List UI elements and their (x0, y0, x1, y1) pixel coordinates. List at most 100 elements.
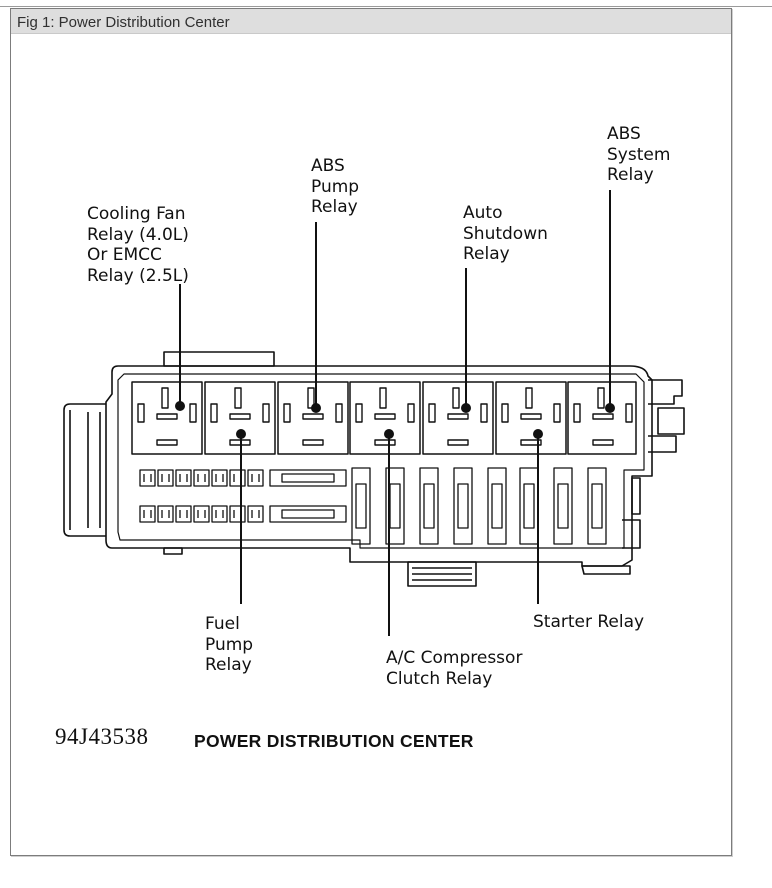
figure-id: 94J43538 (55, 724, 149, 749)
cartridge-fuse-window (389, 483, 401, 529)
page-top-rule (0, 6, 772, 7)
terminal-left (501, 403, 509, 423)
dot-abs-system-relay (605, 403, 615, 413)
mini-fuse (193, 505, 210, 523)
mini-fuse (139, 505, 156, 523)
cartridge-fuse (419, 467, 439, 545)
terminal-right (407, 403, 415, 423)
figure-frame: Fig 1: Power Distribution Center (10, 8, 732, 856)
terminal-right (189, 403, 197, 423)
relay-socket-6 (495, 381, 567, 455)
mini-fuse (193, 469, 210, 487)
mini-fuse (157, 505, 174, 523)
label-abs-system-relay: ABS System Relay (607, 124, 671, 185)
mini-fuse (211, 505, 228, 523)
terminal-top (597, 387, 605, 409)
terminal-left (355, 403, 363, 423)
horizontal-fuse-window (281, 473, 335, 483)
dot-ac-compressor-relay (384, 429, 394, 439)
dot-starter-relay (533, 429, 543, 439)
cartridge-fuse-window (523, 483, 535, 529)
cartridge-fuse (385, 467, 405, 545)
label-abs-pump-relay: ABS Pump Relay (311, 156, 360, 217)
cartridge-fuse-window (557, 483, 569, 529)
cartridge-fuse-window (591, 483, 603, 529)
terminal-top (161, 387, 169, 409)
cartridge-fuse (487, 467, 507, 545)
mini-fuse (211, 469, 228, 487)
terminal-center (302, 413, 324, 420)
cartridge-fuse-window (355, 483, 367, 529)
figure-caption: Fig 1: Power Distribution Center (17, 14, 230, 31)
label-ac-compressor-clutch-relay: A/C Compressor Clutch Relay (386, 648, 523, 689)
mini-fuse (247, 505, 264, 523)
mini-fuse (229, 505, 246, 523)
terminal-bottom (592, 439, 614, 446)
mini-fuse (139, 469, 156, 487)
label-cooling-fan-relay: Cooling Fan Relay (4.0L) Or EMCC Relay (… (87, 204, 189, 286)
terminal-bottom (374, 439, 396, 446)
cartridge-fuse (351, 467, 371, 545)
dot-cooling-fan-relay (175, 401, 185, 411)
terminal-left (573, 403, 581, 423)
terminal-bottom (447, 439, 469, 446)
terminal-right (625, 403, 633, 423)
terminal-center (374, 413, 396, 420)
terminal-top (525, 387, 533, 409)
relay-socket-1 (131, 381, 203, 455)
terminal-bottom (302, 439, 324, 446)
mini-fuse (247, 469, 264, 487)
terminal-right (262, 403, 270, 423)
figure-title: POWER DISTRIBUTION CENTER (194, 731, 474, 751)
terminal-top (379, 387, 387, 409)
cartridge-fuse (553, 467, 573, 545)
relay-socket-3 (277, 381, 349, 455)
horizontal-fuse (269, 469, 347, 487)
dot-abs-pump-relay (311, 403, 321, 413)
cartridge-fuses (351, 467, 607, 545)
mini-fuse (229, 469, 246, 487)
label-fuel-pump-relay: Fuel Pump Relay (205, 614, 254, 675)
terminal-bottom (156, 439, 178, 446)
horizontal-fuse (269, 505, 347, 523)
figure-caption-bar: Fig 1: Power Distribution Center (11, 9, 731, 34)
label-auto-shutdown-relay: Auto Shutdown Relay (463, 203, 548, 264)
cartridge-fuse (519, 467, 539, 545)
terminal-left (428, 403, 436, 423)
terminal-bottom (520, 439, 542, 446)
pdc-housing (63, 351, 685, 587)
terminal-right (480, 403, 488, 423)
leader-lines (175, 190, 615, 636)
cartridge-fuse-window (423, 483, 435, 529)
relay-terminals (137, 387, 633, 446)
relay-socket-5 (422, 381, 494, 455)
dot-fuel-pump-relay (236, 429, 246, 439)
mini-fuse (157, 469, 174, 487)
relay-socket-4 (349, 381, 421, 455)
terminal-top (234, 387, 242, 409)
cartridge-fuse (587, 467, 607, 545)
mini-fuses (139, 469, 347, 523)
mini-fuse (175, 505, 192, 523)
cartridge-fuse-window (457, 483, 469, 529)
terminal-left (137, 403, 145, 423)
dot-auto-shutdown-relay (461, 403, 471, 413)
terminal-center (592, 413, 614, 420)
label-starter-relay: Starter Relay (533, 612, 645, 632)
cartridge-fuse-window (491, 483, 503, 529)
relay-socket-7 (567, 381, 637, 455)
terminal-top (452, 387, 460, 409)
horizontal-fuse-window (281, 509, 335, 519)
terminal-right (335, 403, 343, 423)
terminal-center (229, 413, 251, 420)
terminal-right (553, 403, 561, 423)
cartridge-fuse (453, 467, 473, 545)
terminal-left (210, 403, 218, 423)
terminal-center (520, 413, 542, 420)
terminal-center (156, 413, 178, 420)
relay-sockets (131, 381, 637, 455)
terminal-center (447, 413, 469, 420)
terminal-left (283, 403, 291, 423)
mini-fuse (175, 469, 192, 487)
